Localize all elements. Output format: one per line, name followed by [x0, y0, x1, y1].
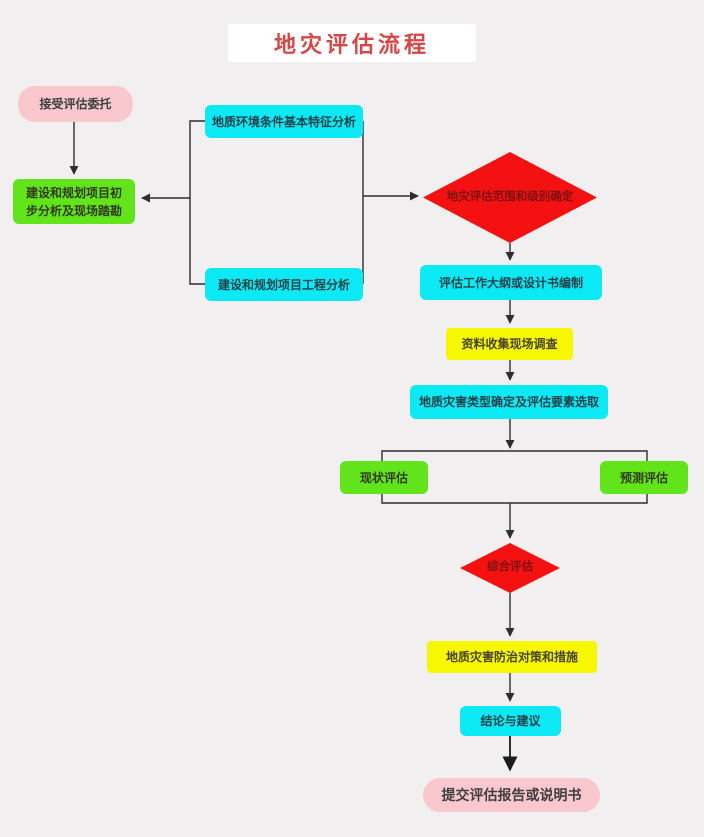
node-label: 建设和规划项目初步分析及现场踏勘 — [25, 185, 122, 218]
node-label: 预测评估 — [619, 470, 668, 485]
node-label: 地质环境条件基本特征分析 — [211, 114, 356, 129]
node-prevention-measures: 地质灾害防治对策和措施 — [427, 641, 597, 673]
node-preliminary-analysis: 建设和规划项目初步分析及现场踏勘 — [13, 179, 135, 224]
node-geo-environment-analysis: 地质环境条件基本特征分析 — [205, 105, 363, 138]
node-work-outline: 评估工作大纲或设计书编制 — [420, 265, 602, 300]
join-rail-bottom — [381, 494, 648, 504]
node-label: 地质灾害类型确定及评估要素选取 — [418, 395, 599, 409]
node-accept-commission: 接受评估委托 — [18, 86, 133, 122]
node-assessment-level-decision: 地灾评估范围和级别确定 — [423, 152, 597, 243]
node-label: 提交评估报告或说明书 — [441, 786, 582, 803]
node-label: 地灾评估范围和级别确定 — [446, 190, 574, 203]
node-label: 结论与建议 — [480, 714, 541, 728]
node-data-collection: 资料收集现场调查 — [446, 328, 573, 360]
node-project-engineering-analysis: 建设和规划项目工程分析 — [205, 268, 363, 301]
node-label: 接受评估委托 — [39, 97, 112, 111]
node-label: 资料收集现场调查 — [461, 337, 558, 351]
node-label: 地质灾害防治对策和措施 — [445, 650, 578, 664]
split-rail-top — [381, 450, 648, 461]
node-label: 建设和规划项目工程分析 — [217, 277, 350, 292]
node-label: 评估工作大纲或设计书编制 — [438, 275, 583, 290]
page-title: 地灾评估流程 — [228, 24, 476, 62]
node-comprehensive-evaluation: 综合评估 — [460, 543, 560, 593]
node-label: 现状评估 — [359, 470, 408, 485]
node-submit-report: 提交评估报告或说明书 — [423, 778, 600, 812]
node-predict-evaluation: 预测评估 — [600, 461, 688, 494]
bracket-left — [189, 120, 206, 285]
node-current-evaluation: 现状评估 — [340, 461, 428, 494]
node-label: 综合评估 — [487, 561, 533, 574]
node-conclusion-suggestions: 结论与建议 — [460, 706, 561, 736]
node-hazard-type-selection: 地质灾害类型确定及评估要素选取 — [410, 385, 608, 419]
